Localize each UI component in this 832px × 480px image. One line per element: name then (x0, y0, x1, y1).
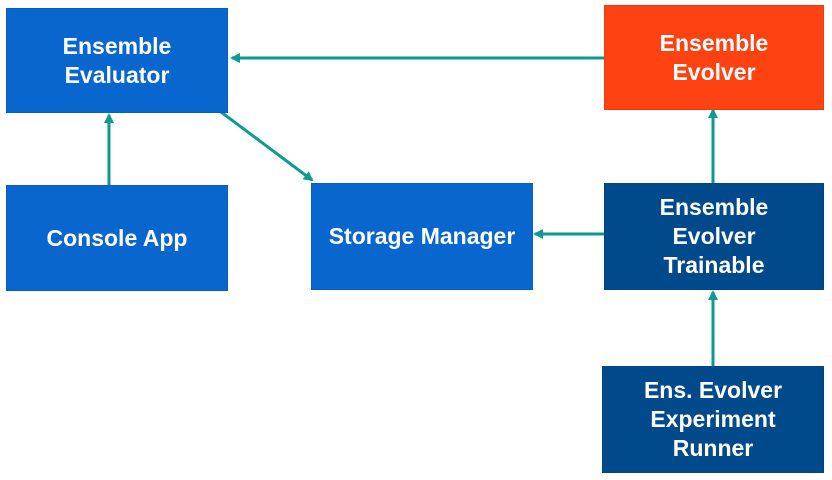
node-ensemble-evaluator[interactable]: Ensemble Evaluator (6, 8, 228, 113)
node-ensemble-evolver-trainable[interactable]: Ensemble Evolver Trainable (604, 183, 824, 290)
node-ensemble-evolver[interactable]: Ensemble Evolver (604, 5, 824, 110)
node-storage-manager[interactable]: Storage Manager (311, 183, 533, 290)
node-console-app[interactable]: Console App (6, 185, 228, 291)
edge-evaluator-to-storage-manager (220, 110, 314, 182)
node-ens-evolver-experiment-runner[interactable]: Ens. Evolver Experiment Runner (602, 366, 824, 473)
